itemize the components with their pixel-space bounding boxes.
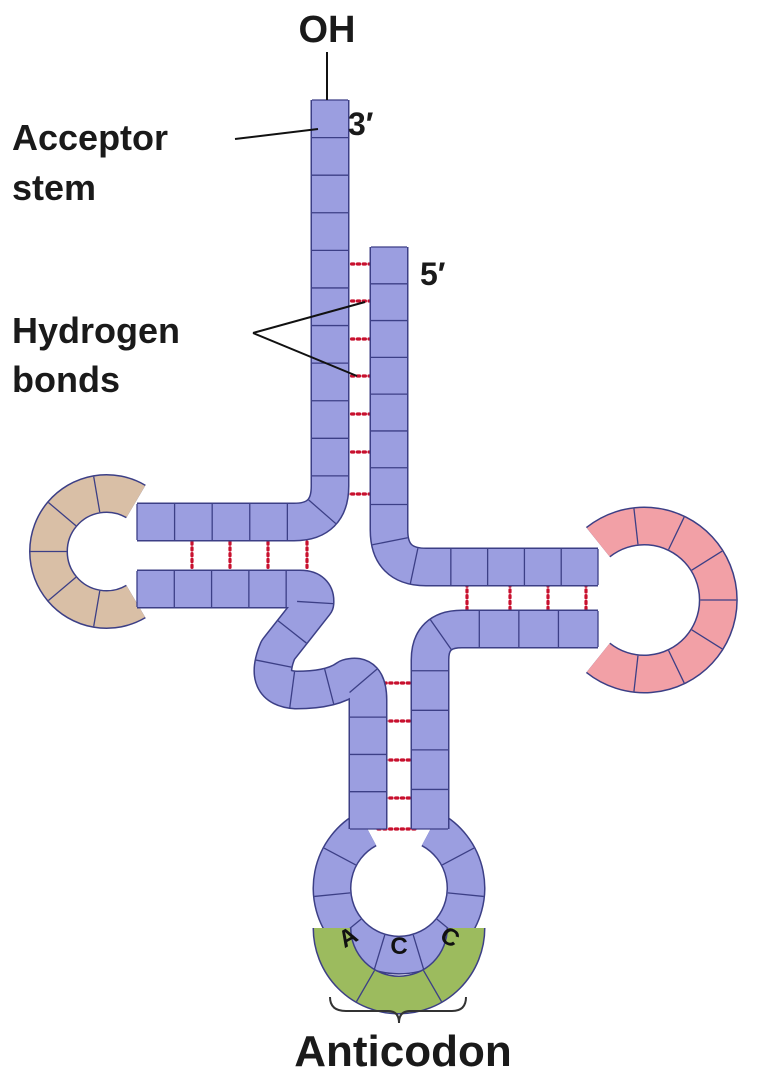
strand-t-stem-lower xyxy=(412,611,598,829)
acceptor-stem-label-line1: Acceptor xyxy=(12,117,168,158)
d-loop xyxy=(31,477,136,627)
strand-d-stem-lower xyxy=(137,571,386,829)
acceptor-stem-leader xyxy=(235,129,318,139)
t-loop xyxy=(598,509,736,692)
acceptor-stem-label-line2: stem xyxy=(12,167,96,208)
d-stem-bonds xyxy=(192,542,307,570)
acceptor-stem-label: Acceptor stem xyxy=(12,117,178,208)
hydrogen-bonds-label-line1: Hydrogen xyxy=(12,310,180,351)
hydrogen-bonds-label: Hydrogen bonds xyxy=(12,310,190,400)
three-prime-label: 3′ xyxy=(348,106,374,142)
hydrogen-bonds-label-line2: bonds xyxy=(12,359,120,400)
five-prime-label: 5′ xyxy=(420,256,446,292)
t-stem-bonds xyxy=(467,584,586,612)
anticodon-label: Anticodon xyxy=(294,1027,512,1075)
anticodon-base-2: C xyxy=(390,933,407,960)
strand-5prime xyxy=(371,247,598,585)
hydroxyl-label: OH xyxy=(299,9,356,51)
